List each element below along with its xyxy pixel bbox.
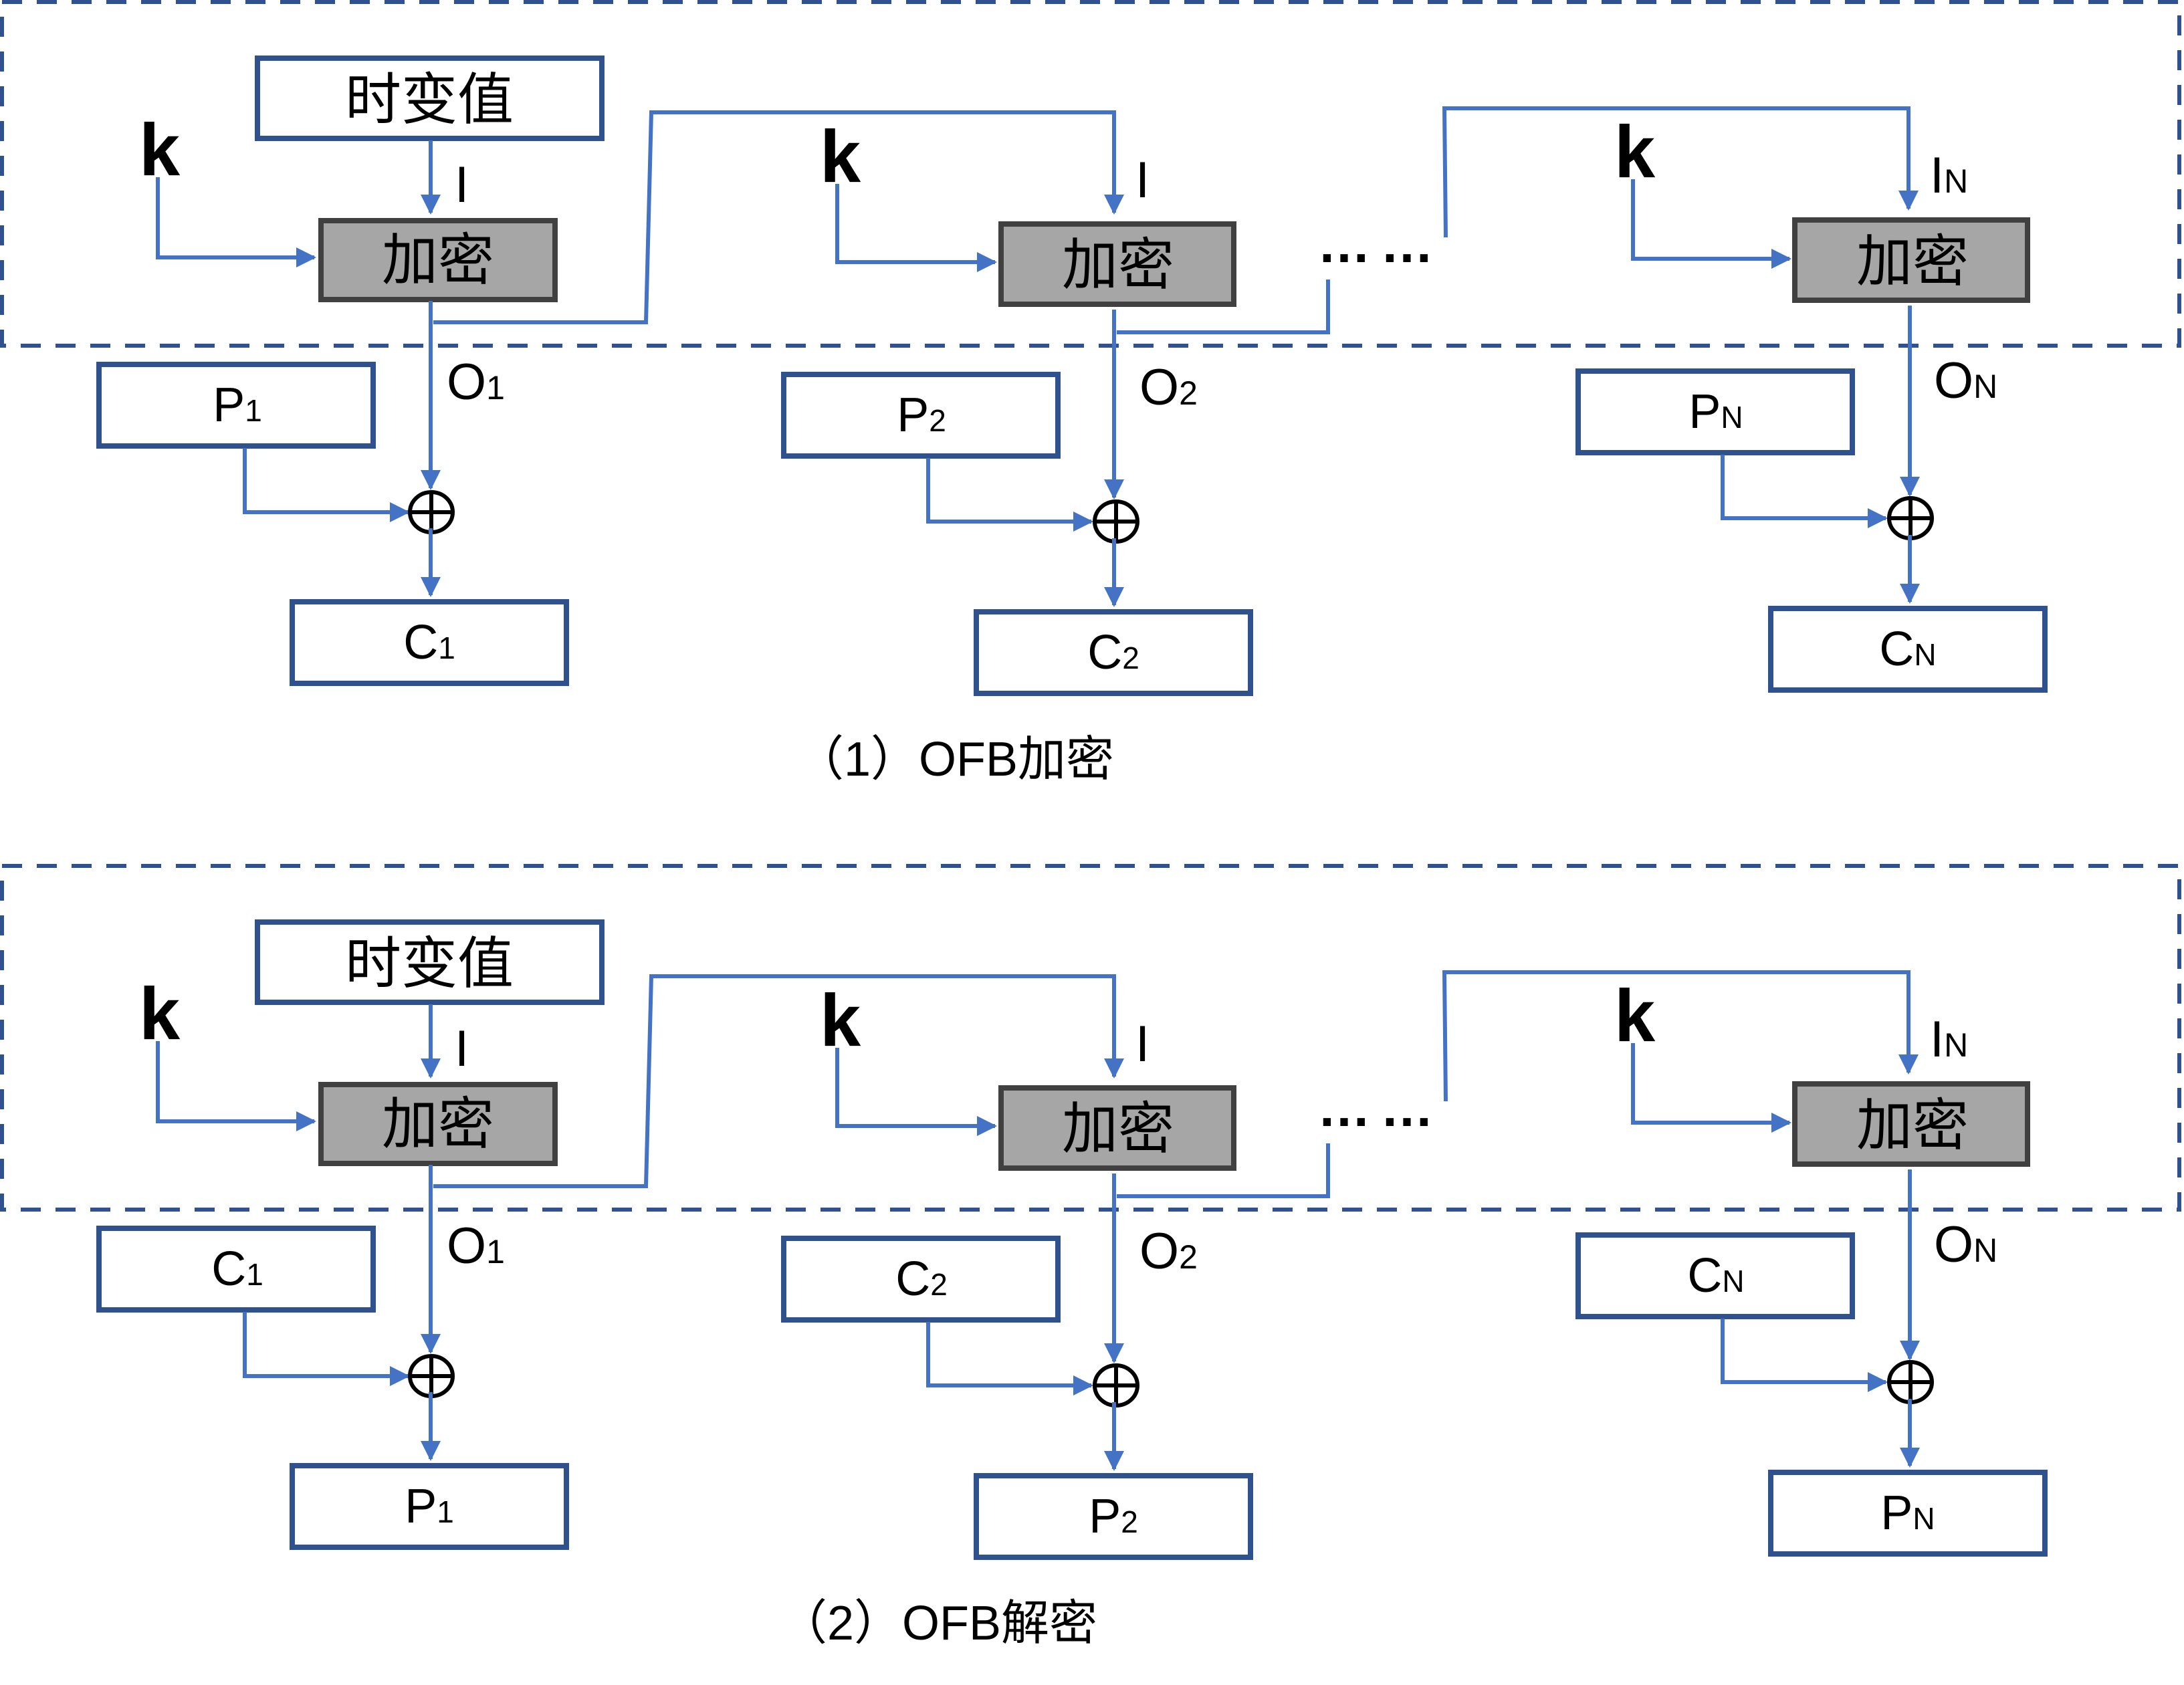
output-block-label: CN [1879, 623, 1936, 676]
input-block-wire [243, 1312, 410, 1386]
ellipsis: …… [1317, 214, 1443, 273]
encrypt-label: 加密 [1062, 1096, 1174, 1161]
iv-label: 时变值 [345, 931, 514, 996]
encrypt-block [998, 1085, 1236, 1171]
feedback-region-frame [0, 864, 2181, 1212]
output-label: O1 [447, 1218, 505, 1274]
feedback-wire [433, 974, 1124, 1188]
output-block-box [290, 599, 569, 686]
input-label: I [455, 156, 469, 213]
input-block-box [1575, 368, 1855, 455]
output-block-label: PN [1880, 1486, 1935, 1540]
feedback-wire-in [1442, 106, 1919, 238]
encrypt-label: 加密 [1856, 1093, 1969, 1158]
iv-box [255, 55, 605, 141]
output-block-box [974, 609, 1253, 696]
iv-box [255, 919, 605, 1005]
ellipsis: …… [1317, 1078, 1443, 1137]
encrypt-block [318, 1082, 558, 1166]
input-label: I [1135, 152, 1150, 209]
stage-1: k I 1 加密 O1 C1 P1 [96, 973, 1124, 1550]
output-block-label: C1 [403, 616, 455, 669]
encrypt-block [1792, 217, 2030, 303]
output-block-label: P2 [1089, 1490, 1138, 1543]
encrypt-label: 加密 [1856, 229, 1969, 294]
output-label: ON [1934, 352, 1997, 409]
key-wire [1631, 1043, 1791, 1133]
encrypt-block [318, 218, 558, 302]
input-block-wire [243, 448, 410, 522]
input-block-wire [926, 458, 1093, 532]
stage-n: k IN 加密 ON PN CN [1442, 106, 2048, 693]
input-block-box [96, 362, 376, 449]
input-block-label: P2 [897, 388, 946, 442]
xor-icon [408, 490, 455, 534]
output-label: O2 [1139, 359, 1198, 416]
panel-caption: （1）OFB加密 [796, 733, 1114, 786]
input-block-box [96, 1226, 376, 1313]
key-wire [835, 184, 997, 272]
input-label: I [455, 1020, 469, 1077]
iv-label: 时变值 [345, 67, 514, 132]
key-wire [1631, 179, 1791, 269]
panel-encryption: 时变值 k I 1 加密 O1 P1 C1 [0, 0, 2181, 786]
output-block-box [1768, 606, 2048, 693]
output-label: O1 [447, 354, 505, 411]
input-block-box [781, 372, 1061, 459]
input-block-wire [1721, 455, 1888, 528]
stage-1: k I 1 加密 O1 P1 C1 [96, 109, 1124, 686]
panel-caption: （2）OFB解密 [779, 1597, 1097, 1650]
output-block-box [974, 1473, 1253, 1560]
xor-icon [1887, 1360, 1934, 1404]
encrypt-label: 加密 [382, 1091, 494, 1157]
input-label: IN [1930, 147, 1968, 204]
input-block-box [781, 1236, 1061, 1323]
input-label: I [1135, 1016, 1150, 1073]
input-block-label: C2 [895, 1252, 948, 1306]
encrypt-block [1792, 1081, 2030, 1167]
output-block-box [290, 1463, 569, 1550]
output-label: ON [1934, 1216, 1997, 1273]
panel-decryption: 时变值 k I 1 加密 O1 C1 P1 k [0, 864, 2181, 1650]
output-block-box [1768, 1470, 2048, 1557]
input-block-label: P1 [213, 378, 262, 432]
input-block-label: PN [1688, 385, 1743, 439]
feedback-wire [1117, 279, 1330, 334]
input-label: IN [1930, 1011, 1968, 1068]
feedback-wire [1117, 1143, 1330, 1198]
key-wire [156, 177, 316, 267]
output-block-label: C2 [1087, 626, 1139, 679]
feedback-wire-in [1442, 970, 1919, 1102]
input-block-label: C1 [211, 1242, 263, 1296]
xor-icon [408, 1354, 455, 1398]
key-label: k [820, 980, 861, 1062]
feedback-wire [433, 110, 1124, 324]
encrypt-block [998, 221, 1236, 307]
output-label: O2 [1139, 1223, 1198, 1280]
xor-icon [1887, 496, 1934, 540]
encrypt-label: 加密 [1062, 232, 1174, 298]
input-block-label: CN [1687, 1249, 1744, 1303]
xor-icon [1093, 499, 1139, 544]
key-wire [835, 1048, 997, 1136]
key-wire [156, 1041, 316, 1131]
output-block-label: P1 [405, 1480, 454, 1533]
input-block-wire [1721, 1319, 1888, 1392]
encrypt-label: 加密 [382, 227, 494, 293]
key-label: k [820, 116, 861, 198]
feedback-region-frame [0, 0, 2181, 348]
stage-n: k IN 加密 ON CN PN [1442, 970, 2048, 1557]
input-block-box [1575, 1232, 1855, 1319]
stage-2: k I 2 加密 O2 P2 C2 [781, 116, 1330, 696]
stage-2: k I 2 加密 O2 C2 P2 [781, 980, 1330, 1560]
input-block-wire [926, 1322, 1093, 1395]
xor-icon [1093, 1363, 1139, 1408]
